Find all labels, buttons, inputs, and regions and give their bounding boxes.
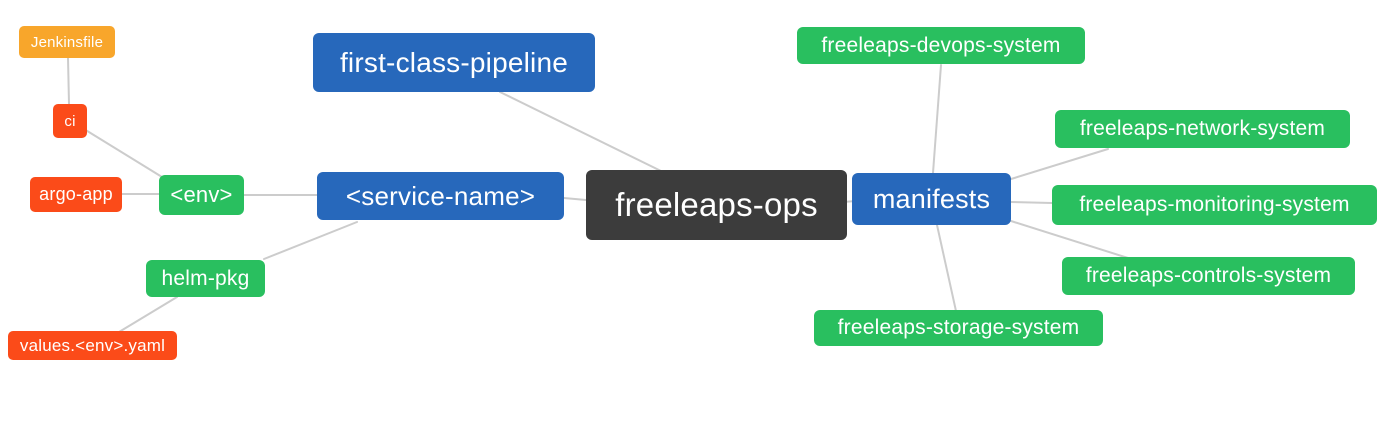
edge-pipeline-ops — [499, 91, 662, 172]
node-ci[interactable]: ci — [53, 104, 87, 138]
node-freeleaps-monitoring-system[interactable]: freeleaps-monitoring-system — [1052, 185, 1377, 225]
node-service-name[interactable]: <service-name> — [317, 172, 564, 220]
node-manifests[interactable]: manifests — [852, 173, 1011, 225]
edge-helm-pkg-values — [118, 296, 178, 333]
edge-manifests-storage — [936, 224, 957, 312]
node-freeleaps-devops-system[interactable]: freeleaps-devops-system — [797, 27, 1085, 64]
node-freeleaps-network-system[interactable]: freeleaps-network-system — [1055, 110, 1350, 148]
node-jenkinsfile[interactable]: Jenkinsfile — [19, 26, 115, 58]
edge-manifests-controls — [1010, 220, 1129, 259]
node-env[interactable]: <env> — [159, 175, 244, 215]
node-values-env-yaml[interactable]: values.<env>.yaml — [8, 331, 177, 360]
edge-manifests-monitoring — [1010, 201, 1053, 204]
edge-service-name-ops — [563, 197, 587, 201]
node-freeleaps-controls-system[interactable]: freeleaps-controls-system — [1062, 257, 1355, 295]
node-argo-app[interactable]: argo-app — [30, 177, 122, 212]
node-helm-pkg[interactable]: helm-pkg — [146, 260, 265, 297]
node-first-class-pipeline[interactable]: first-class-pipeline — [313, 33, 595, 92]
node-freeleaps-ops-root[interactable]: freeleaps-ops — [586, 170, 847, 240]
edge-jenkinsfile-ci — [67, 57, 70, 105]
edge-manifests-devops — [932, 64, 942, 174]
edge-ci-env — [83, 128, 163, 178]
edge-manifests-network — [1010, 148, 1109, 180]
node-freeleaps-storage-system[interactable]: freeleaps-storage-system — [814, 310, 1103, 346]
edge-service-name-helm-pkg — [263, 221, 358, 260]
